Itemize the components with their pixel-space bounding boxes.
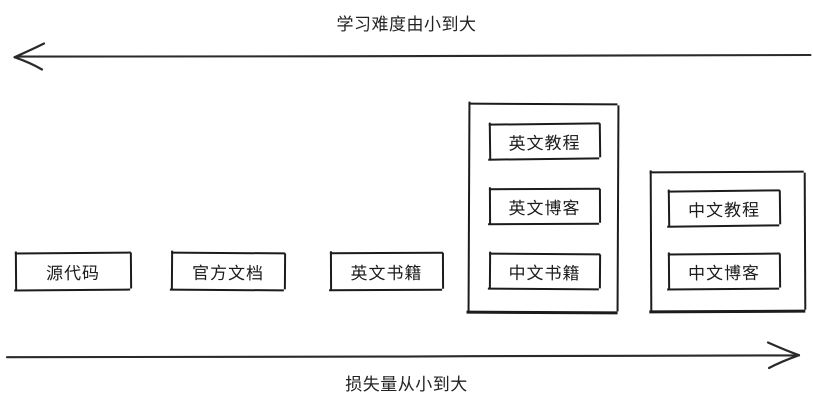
item-label: 源代码 (45, 263, 101, 284)
item-label: 英文书籍 (350, 263, 423, 284)
item-box-chinese-blogs[interactable]: 中文博客 (667, 252, 782, 291)
box-edge-left (488, 187, 492, 225)
box-edge-right (130, 252, 133, 289)
box-edge-top (489, 252, 601, 255)
box-edge-top (667, 252, 780, 256)
item-box-source-code[interactable]: 源代码 (14, 251, 133, 292)
top-axis-label: 学习难度由小到大 (336, 15, 477, 35)
group-edge-left (467, 101, 471, 313)
item-box-english-books[interactable]: 英文书籍 (329, 251, 445, 292)
bottom-axis-label: 损失量从小到大 (345, 375, 468, 395)
bottom-axis-arrow (5, 341, 801, 370)
group-edge-left (649, 170, 653, 313)
box-edge-left (488, 122, 492, 160)
box-edge-left (667, 252, 671, 290)
top-axis-arrow (13, 42, 812, 71)
box-edge-top (329, 251, 443, 254)
item-box-chinese-tutorials[interactable]: 中文教程 (667, 189, 782, 228)
box-edge-top (667, 189, 780, 193)
box-edge-right (599, 254, 602, 289)
box-edge-top (488, 187, 600, 190)
box-edge-top (171, 251, 286, 254)
box-edge-top (488, 122, 600, 126)
item-label: 中文博客 (687, 263, 761, 284)
box-edge-left (488, 251, 492, 289)
item-box-english-tutorials[interactable]: 英文教程 (488, 122, 602, 161)
box-edge-left (170, 250, 174, 290)
box-edge-right (779, 253, 782, 288)
box-edge-right (778, 190, 782, 225)
item-box-official-docs[interactable]: 官方文档 (169, 250, 287, 292)
group-edge-top (649, 170, 804, 174)
item-label: 英文博客 (508, 198, 581, 219)
box-edge-bottom (488, 222, 600, 226)
box-edge-right (599, 188, 602, 223)
box-edge-left (667, 189, 671, 227)
box-edge-right (284, 253, 287, 290)
box-edge-left (14, 251, 18, 291)
item-label: 中文教程 (687, 200, 761, 221)
item-box-chinese-books[interactable]: 中文书籍 (487, 251, 602, 291)
item-box-english-blogs[interactable]: 英文博客 (488, 187, 602, 226)
item-label: 中文书籍 (508, 263, 581, 284)
box-edge-left (329, 251, 333, 291)
box-edge-bottom (329, 288, 443, 292)
box-edge-top (14, 251, 131, 255)
item-label: 英文教程 (508, 133, 581, 154)
box-edge-right (598, 123, 602, 158)
box-edge-right (442, 252, 445, 289)
group-edge-top (468, 102, 618, 106)
item-label: 官方文档 (191, 263, 265, 284)
